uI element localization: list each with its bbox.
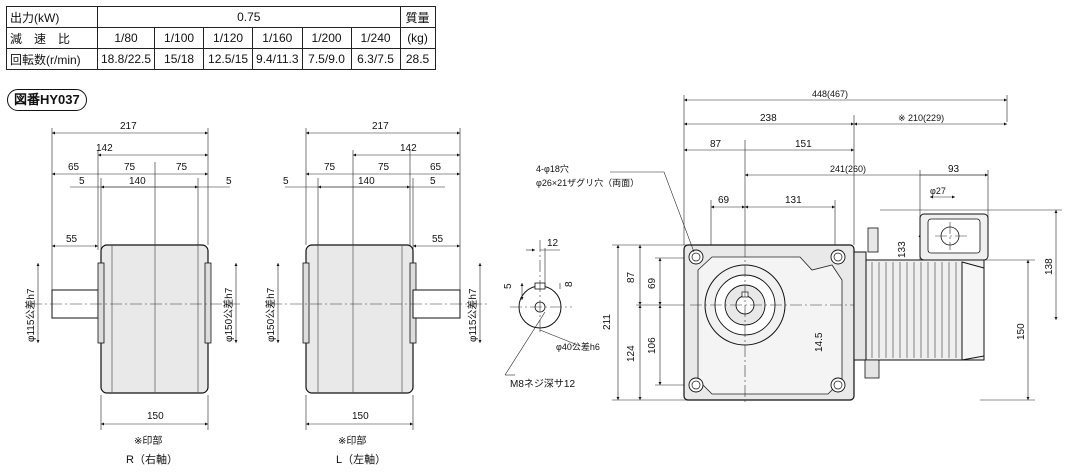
dim-133: 133 bbox=[897, 241, 908, 258]
dim-217: 217 bbox=[372, 121, 389, 132]
right-shaft-view: 217 142 65 75 75 5 140 5 55 150 φ115公差h7… bbox=[24, 121, 240, 466]
shaft-dia: φ40公差h6 bbox=[556, 341, 600, 352]
dim-5: 5 bbox=[226, 176, 232, 187]
dim-124: 124 bbox=[626, 345, 637, 362]
drawing-number: 図番HY037 bbox=[7, 89, 87, 111]
dim-87: 87 bbox=[710, 139, 722, 150]
dim-140: 140 bbox=[358, 176, 375, 187]
dim-93: 93 bbox=[948, 164, 960, 175]
dim-69: 69 bbox=[718, 195, 730, 206]
dim-131: 131 bbox=[785, 195, 802, 206]
dim-241: 241(260) bbox=[830, 164, 866, 174]
speed-cell: 9.4/11.3 bbox=[252, 48, 303, 70]
body-dia: φ150公差h7 bbox=[264, 287, 277, 342]
dim-overall: 448(467) bbox=[812, 89, 848, 99]
shaft-dia: φ115公差h7 bbox=[24, 288, 37, 342]
counterbore-note: φ26×21ザグリ穴（両面） bbox=[536, 177, 639, 188]
speed-label: 回転数(r/min) bbox=[6, 48, 98, 70]
dim-14-5: 14.5 bbox=[814, 332, 825, 352]
speed-cell: 6.3/7.5 bbox=[350, 48, 401, 70]
dim-69: 69 bbox=[647, 277, 658, 289]
shaft-dia: φ115公差h7 bbox=[466, 288, 479, 342]
dim-140: 140 bbox=[129, 176, 146, 187]
left-shaft-view: 217 142 75 75 65 5 140 5 55 150 φ150公差h7… bbox=[264, 121, 490, 466]
dim-55: 55 bbox=[66, 234, 78, 245]
dim-151: 151 bbox=[795, 139, 812, 150]
dim-106: 106 bbox=[647, 337, 658, 354]
dim-75: 75 bbox=[378, 162, 390, 173]
ratio-cell: 1/80 bbox=[96, 27, 156, 49]
dim-217: 217 bbox=[120, 121, 137, 132]
dim-12: 12 bbox=[547, 238, 559, 249]
shaft-end-detail: 12 5 8 φ40公差h6 M8ネジ深サ12 bbox=[503, 238, 600, 390]
dim-75: 75 bbox=[124, 162, 136, 173]
mark-note: ※印部 bbox=[338, 434, 366, 447]
ratio-cell: 1/240 bbox=[350, 27, 401, 49]
dim-27: φ27 bbox=[930, 186, 946, 196]
speed-cell: 18.8/22.5 bbox=[96, 48, 156, 70]
dim-65: 65 bbox=[68, 162, 80, 173]
dim-150: 150 bbox=[1016, 323, 1027, 340]
ratio-cell: 1/100 bbox=[154, 27, 205, 49]
dim-150: 150 bbox=[352, 411, 369, 422]
dim-65: 65 bbox=[430, 162, 442, 173]
dim-238: 238 bbox=[760, 113, 777, 124]
dim-75: 75 bbox=[176, 162, 188, 173]
dim-75: 75 bbox=[324, 162, 336, 173]
front-view: 448(467) 238 ※ 210(229) 87 151 241(260) … bbox=[536, 89, 1062, 405]
view-caption: L（左軸） bbox=[336, 452, 386, 466]
dim-142: 142 bbox=[400, 143, 417, 154]
speed-cell: 12.5/15 bbox=[203, 48, 254, 70]
tap-note: M8ネジ深サ12 bbox=[510, 378, 575, 390]
speed-cell: 7.5/9.0 bbox=[301, 48, 352, 70]
dim-55: 55 bbox=[432, 234, 444, 245]
dim-5: 5 bbox=[79, 176, 85, 187]
dim-5: 5 bbox=[503, 283, 514, 289]
body-dia: φ150公差h7 bbox=[222, 287, 235, 342]
dim-210: ※ 210(229) bbox=[898, 113, 944, 123]
dim-87: 87 bbox=[626, 271, 637, 283]
mark-note: ※印部 bbox=[134, 434, 162, 447]
mass-value: 28.5 bbox=[399, 48, 436, 70]
dim-142: 142 bbox=[96, 143, 113, 154]
dim-211: 211 bbox=[602, 314, 613, 330]
dim-150: 150 bbox=[147, 411, 164, 422]
spec-table: 出力(kW) 0.75 質量 減 速 比 1/80 1/100 1/120 1/… bbox=[6, 6, 436, 70]
holes-note: 4-φ18穴 bbox=[536, 163, 569, 174]
view-caption: R（右軸） bbox=[126, 452, 178, 466]
dim-138: 138 bbox=[1044, 258, 1055, 275]
dim-8: 8 bbox=[564, 281, 575, 287]
dim-5: 5 bbox=[430, 176, 436, 187]
dim-5: 5 bbox=[283, 176, 289, 187]
